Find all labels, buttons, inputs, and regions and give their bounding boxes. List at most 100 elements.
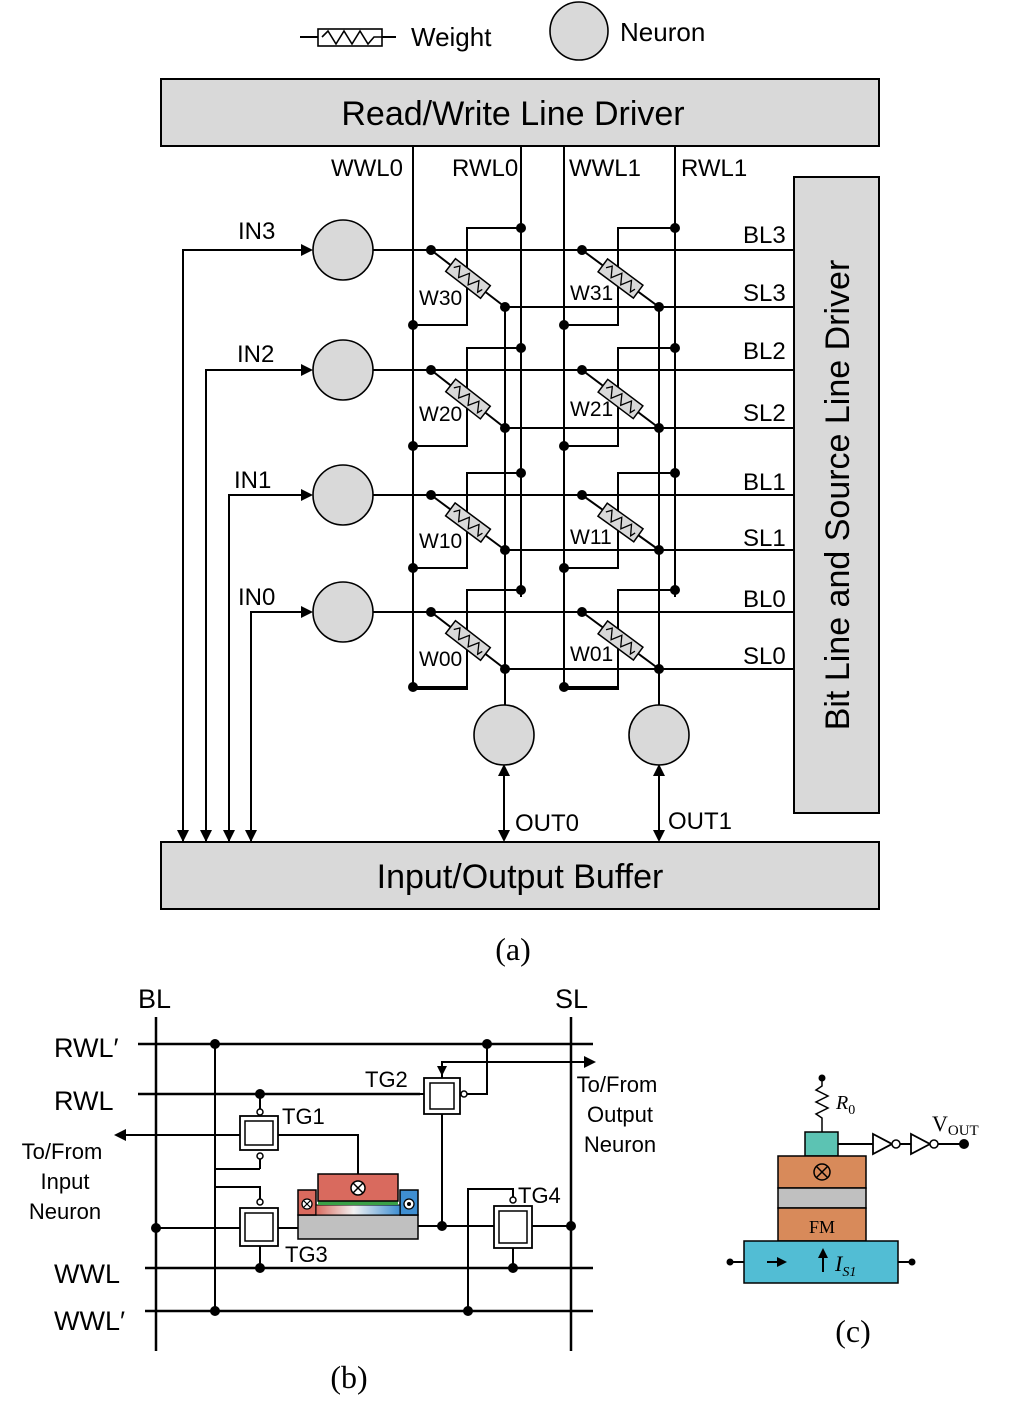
weight-label: W20: [419, 403, 462, 426]
tg4-transmission-gate: [463, 1188, 576, 1316]
input-neuron: [312, 339, 374, 401]
weight-label: W11: [570, 526, 612, 549]
junction-dot: [654, 423, 664, 433]
junction-dot: [408, 441, 418, 451]
tg2-label: TG2: [365, 1067, 408, 1092]
junction-dot: [670, 343, 680, 353]
panel-b-caption: (b): [330, 1359, 367, 1395]
weight-resistor-icon: [444, 619, 492, 662]
bit-line-label: BL2: [743, 338, 786, 365]
input-neuron-label: Input: [41, 1169, 90, 1194]
junction-dot: [577, 365, 587, 375]
tg3-transmission-gate: [215, 1186, 279, 1273]
bit-line-label: BL0: [743, 586, 786, 613]
input-label: IN3: [238, 218, 275, 245]
source-line-label: SL2: [743, 400, 786, 427]
input-neuron: [312, 219, 374, 281]
input-label: IN2: [237, 341, 274, 368]
tg3-label: TG3: [285, 1242, 328, 1267]
crossbar-cells: [177, 219, 794, 842]
fm-layer: [777, 1207, 867, 1242]
junction-dot: [516, 343, 526, 353]
weight-resistor-zigzag: [453, 509, 483, 538]
word-line-loop: [413, 650, 468, 690]
junction-dot: [426, 245, 436, 255]
word-line-loop: [564, 650, 619, 690]
weight-resistor-body: [597, 619, 644, 662]
weight-legend-label: Weight: [411, 22, 492, 52]
word-line-label: RWL1: [681, 155, 747, 182]
junction-dot: [577, 490, 587, 500]
input-neuron-label: To/From: [22, 1139, 103, 1164]
weight-resistor-body: [444, 501, 492, 544]
panel-c: R0 FM IS1 VOUT (c): [726, 1074, 979, 1349]
weight-resistor-zigzag: [605, 509, 636, 538]
panel-a-caption: (a): [495, 931, 531, 967]
weight-resistor-zigzag: [605, 385, 636, 414]
junction-dot: [408, 563, 418, 573]
weight-resistor-body: [444, 619, 492, 662]
current-arrow-icon: [777, 1257, 787, 1267]
bit-line-label: BL1: [743, 469, 786, 496]
input-arrow-icon: [301, 606, 313, 618]
wwl-label: WWL: [54, 1259, 120, 1289]
output-neuron: [628, 704, 690, 766]
resistor-r0: [814, 1074, 830, 1132]
junction-dot: [559, 441, 569, 451]
input-neuron: [312, 581, 374, 643]
weight-legend-symbol: [300, 28, 396, 47]
top-electrode: [804, 1131, 839, 1157]
input-arrow-icon: [301, 489, 313, 501]
tg1-transmission-gate: [215, 1089, 279, 1170]
input-routing-line: [205, 369, 305, 842]
tg1-label: TG1: [282, 1104, 325, 1129]
input-arrow-icon: [200, 830, 212, 842]
weight-label: W01: [570, 643, 613, 666]
weight-resistor-body: [597, 378, 644, 420]
vout-label: VOUT: [932, 1111, 979, 1139]
output-neuron-label: Neuron: [584, 1132, 656, 1157]
input-arrow-icon: [223, 830, 235, 842]
neuron-legend-symbol: [549, 1, 609, 61]
weight-resistor-icon: [597, 378, 644, 420]
weight-label: W30: [419, 287, 462, 310]
weight-resistor-icon: [597, 257, 644, 300]
weight-resistor-zigzag: [605, 627, 636, 656]
weight-resistor-icon: [444, 501, 492, 544]
junction-dot: [408, 682, 418, 692]
junction-dot: [670, 223, 680, 233]
junction-dot: [426, 490, 436, 500]
legend: Weight Neuron: [300, 1, 705, 61]
weight-resistor-body: [444, 257, 492, 300]
bit-line-label: BL3: [743, 222, 786, 249]
sot-mtj-device: [297, 1173, 419, 1240]
junction-dot: [516, 223, 526, 233]
input-neuron: [312, 464, 374, 526]
panel-a: Read/Write Line Driver Bit Line and Sour…: [160, 78, 880, 967]
output-neuron: [473, 704, 535, 766]
weight-resistor-body: [596, 502, 645, 543]
weight-resistor-icon: [596, 502, 645, 543]
junction-dot: [654, 664, 664, 674]
junction-dot: [408, 320, 418, 330]
input-arrow-icon: [301, 244, 313, 256]
input-neuron-label: Neuron: [29, 1199, 101, 1224]
inverter-icon: [910, 1132, 932, 1156]
junction-dot: [516, 585, 526, 595]
output-neuron-label: Output: [587, 1102, 653, 1127]
weight-resistor-icon: [444, 378, 492, 420]
input-label: IN0: [238, 584, 275, 611]
word-line-label: WWL1: [569, 155, 641, 182]
junction-dot: [500, 664, 510, 674]
weight-resistor-body: [597, 257, 644, 300]
panel-b: BL SL RWL′ RWL WWL WWL′ TG1: [22, 984, 658, 1395]
input-arrow-icon: [245, 830, 257, 842]
output-neuron-label: To/From: [577, 1072, 658, 1097]
source-line-label: SL0: [743, 643, 786, 670]
input-label: IN1: [234, 467, 271, 494]
weight-label: W10: [419, 530, 462, 553]
current-arrow-icon: [818, 1248, 828, 1258]
input-routing-line: [250, 611, 305, 842]
is1-label: IS1: [834, 1251, 856, 1280]
